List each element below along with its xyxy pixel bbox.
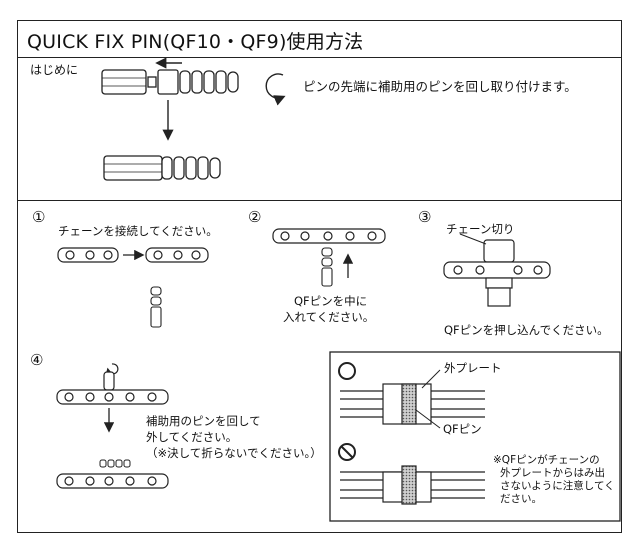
section-divider (17, 200, 622, 201)
intro-pin-assembled (103, 155, 221, 181)
step-1-text: チェーンを接続してください。 (58, 224, 218, 238)
step4-removed-pin (99, 459, 131, 468)
instruction-frame (17, 20, 622, 533)
inset-note-line2: 外プレートからはみ出 (500, 467, 605, 479)
rotate-icon (265, 73, 286, 106)
ng-icon (338, 443, 356, 461)
step2-pin (321, 247, 333, 287)
intro-label: はじめに (30, 63, 79, 77)
step4-chain-result (56, 473, 169, 489)
step4-chain (56, 371, 169, 405)
inset-box (329, 351, 621, 522)
step-4-text-line1: 補助用のピンを回して (146, 414, 261, 428)
inset-note-line3: さないように注意してく (500, 480, 615, 492)
step-2-text-line1: QFピンを中に (294, 294, 368, 308)
step1-pin (150, 286, 162, 328)
step1-chain-left (57, 247, 119, 263)
step1-chain-right (145, 247, 209, 263)
qf-pin-label: QFピン (443, 422, 482, 436)
step-3-text: QFピンを押し込んでください。 (444, 323, 609, 337)
inset-note-line4: ださい。 (500, 493, 542, 505)
step3-tool (443, 239, 551, 307)
intro-pin-parts (101, 69, 239, 95)
intro-text: ピンの先端に補助用のピンを回し取り付けます。 (303, 79, 577, 94)
step-4-number: ④ (30, 351, 44, 369)
inset-incorrect (340, 465, 485, 505)
step-1-number: ① (32, 208, 46, 226)
title-bar (17, 20, 622, 58)
inset-correct (340, 383, 485, 425)
step-2-number: ② (248, 208, 262, 226)
outer-plate-label: 外プレート (444, 361, 502, 375)
inset-note-line1: ※QFピンがチェーンの (493, 454, 600, 466)
step-4-text-line3: （※決して折らないでください。） (146, 446, 322, 460)
step2-chain (272, 228, 386, 244)
step-3-number: ③ (418, 208, 432, 226)
chain-cutter-callout: チェーン切り (446, 222, 515, 236)
ok-icon (338, 362, 356, 380)
step-4-text-line2: 外してください。 (146, 430, 238, 444)
page-title: QUICK FIX PIN(QF10・QF9)使用方法 (27, 31, 364, 53)
step-2-text-line2: 入れてください。 (283, 310, 375, 324)
